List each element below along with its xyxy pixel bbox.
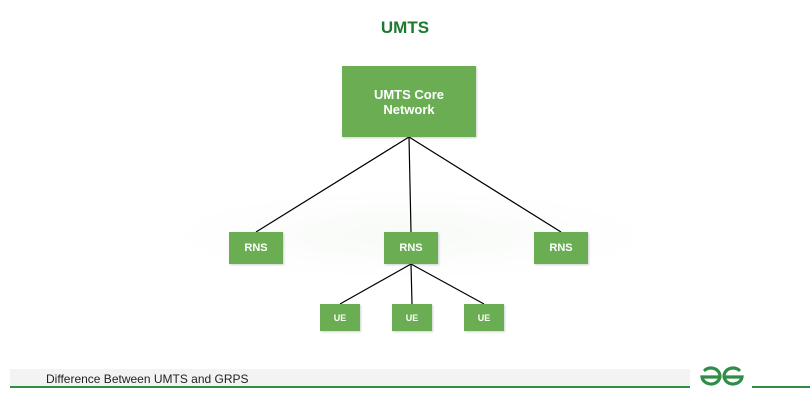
rns-node-center: RNS <box>384 232 438 264</box>
link-core-rns-center <box>408 136 412 233</box>
footer-caption: Difference Between UMTS and GRPS <box>46 372 249 386</box>
ue-node-right: UE <box>464 304 504 331</box>
ue-node-left: UE <box>320 304 360 331</box>
gfg-logo-icon <box>700 366 744 386</box>
footer-accent-line-right <box>752 386 810 388</box>
footer-bar <box>10 369 690 387</box>
link-rns-ue-center <box>410 263 413 305</box>
link-core-rns-right <box>408 136 562 233</box>
link-rns-ue-left <box>339 263 412 305</box>
ue-node-center: UE <box>392 304 432 331</box>
footer-accent-line-left <box>10 386 690 388</box>
rns-node-right: RNS <box>534 232 588 264</box>
link-rns-ue-right <box>410 263 485 305</box>
umts-core-network-node: UMTS Core Network <box>342 66 476 137</box>
rns-node-left: RNS <box>229 232 283 264</box>
link-core-rns-left <box>255 136 410 233</box>
diagram-title: UMTS <box>380 18 430 37</box>
core-label-line1: UMTS Core <box>373 86 445 102</box>
core-label-line2: Network <box>383 101 435 117</box>
